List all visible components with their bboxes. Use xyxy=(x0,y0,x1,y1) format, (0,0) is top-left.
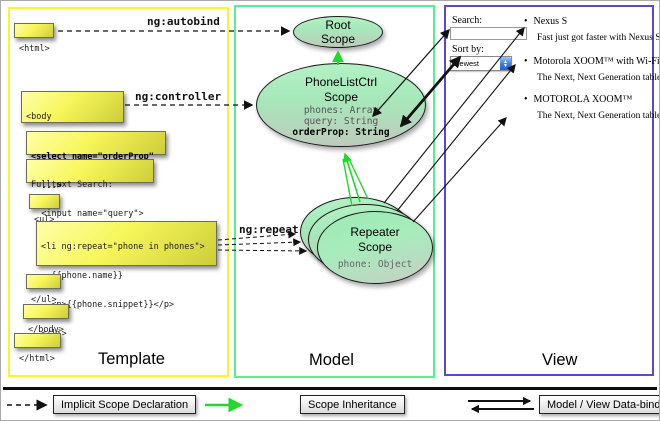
phone-item-name: Nexus S xyxy=(524,16,568,27)
root-scope-ellipse: Root Scope xyxy=(293,16,383,48)
code-li-repeat: <li ng:repeat="phone in phones"> {{phone… xyxy=(36,221,217,338)
orderprop-prop: orderProp: String xyxy=(292,127,390,138)
code-body-open: <body ng:controller= "PhoneListCtrl"> xyxy=(21,91,124,179)
phone-item-desc: Fast just got faster with Nexus S. xyxy=(537,33,660,43)
sort-select-value: Newest xyxy=(454,59,480,68)
code-html-open: <html> xyxy=(14,23,54,54)
query-prop: query: String xyxy=(303,116,379,127)
code-html-close: </html> xyxy=(14,333,61,364)
repeater-scope-ellipse: Repeater Scope phone: Object xyxy=(317,211,433,284)
phonelistctrl-scope-ellipse: PhoneListCtrl Scope phones: Array query:… xyxy=(256,63,426,147)
code-select: <select name="orderProp" ...> xyxy=(26,131,166,191)
sort-select[interactable]: Newest ▲▼ xyxy=(450,56,512,71)
select-stepper-icon: ▲▼ xyxy=(500,57,511,70)
model-column-label: Model xyxy=(309,351,354,369)
sort-by-label: Sort by: xyxy=(452,44,484,55)
ng-autobind-label: ng:autobind xyxy=(147,15,220,28)
phone-item-name: Motorola XOOM™ with Wi-Fi xyxy=(524,56,659,67)
code-fulltext-search: Fulltext Search: <input name="query"> xyxy=(26,159,154,219)
legend-scope-inheritance: Scope Inheritance xyxy=(300,395,405,414)
legend-divider xyxy=(3,387,657,390)
ng-controller-label: ng:controller xyxy=(135,90,222,103)
ng-repeat-label: ng:repeat xyxy=(239,223,299,236)
phones-prop: phones: Array xyxy=(303,105,379,116)
code-ul-close: </ul> xyxy=(26,274,61,305)
legend-implicit-scope: Implicit Scope Declaration xyxy=(53,395,197,414)
code-ul-open: <ul> xyxy=(29,194,60,225)
phone-item-name: MOTOROLA XOOM™ xyxy=(524,94,633,105)
template-column-label: Template xyxy=(98,350,165,368)
model-column xyxy=(234,5,435,378)
legend-data-binding: Model / View Data-binding xyxy=(539,395,659,414)
phone-item-desc: The Next, Next Generation tablet. xyxy=(537,111,660,121)
code-body-close: </body> xyxy=(23,304,69,335)
search-label: Search: xyxy=(452,15,482,26)
phone-prop: phone: Object xyxy=(337,259,413,270)
view-column-label: View xyxy=(542,351,578,369)
search-input[interactable] xyxy=(450,27,527,40)
phone-item-desc: The Next, Next Generation tablet. xyxy=(537,73,660,83)
